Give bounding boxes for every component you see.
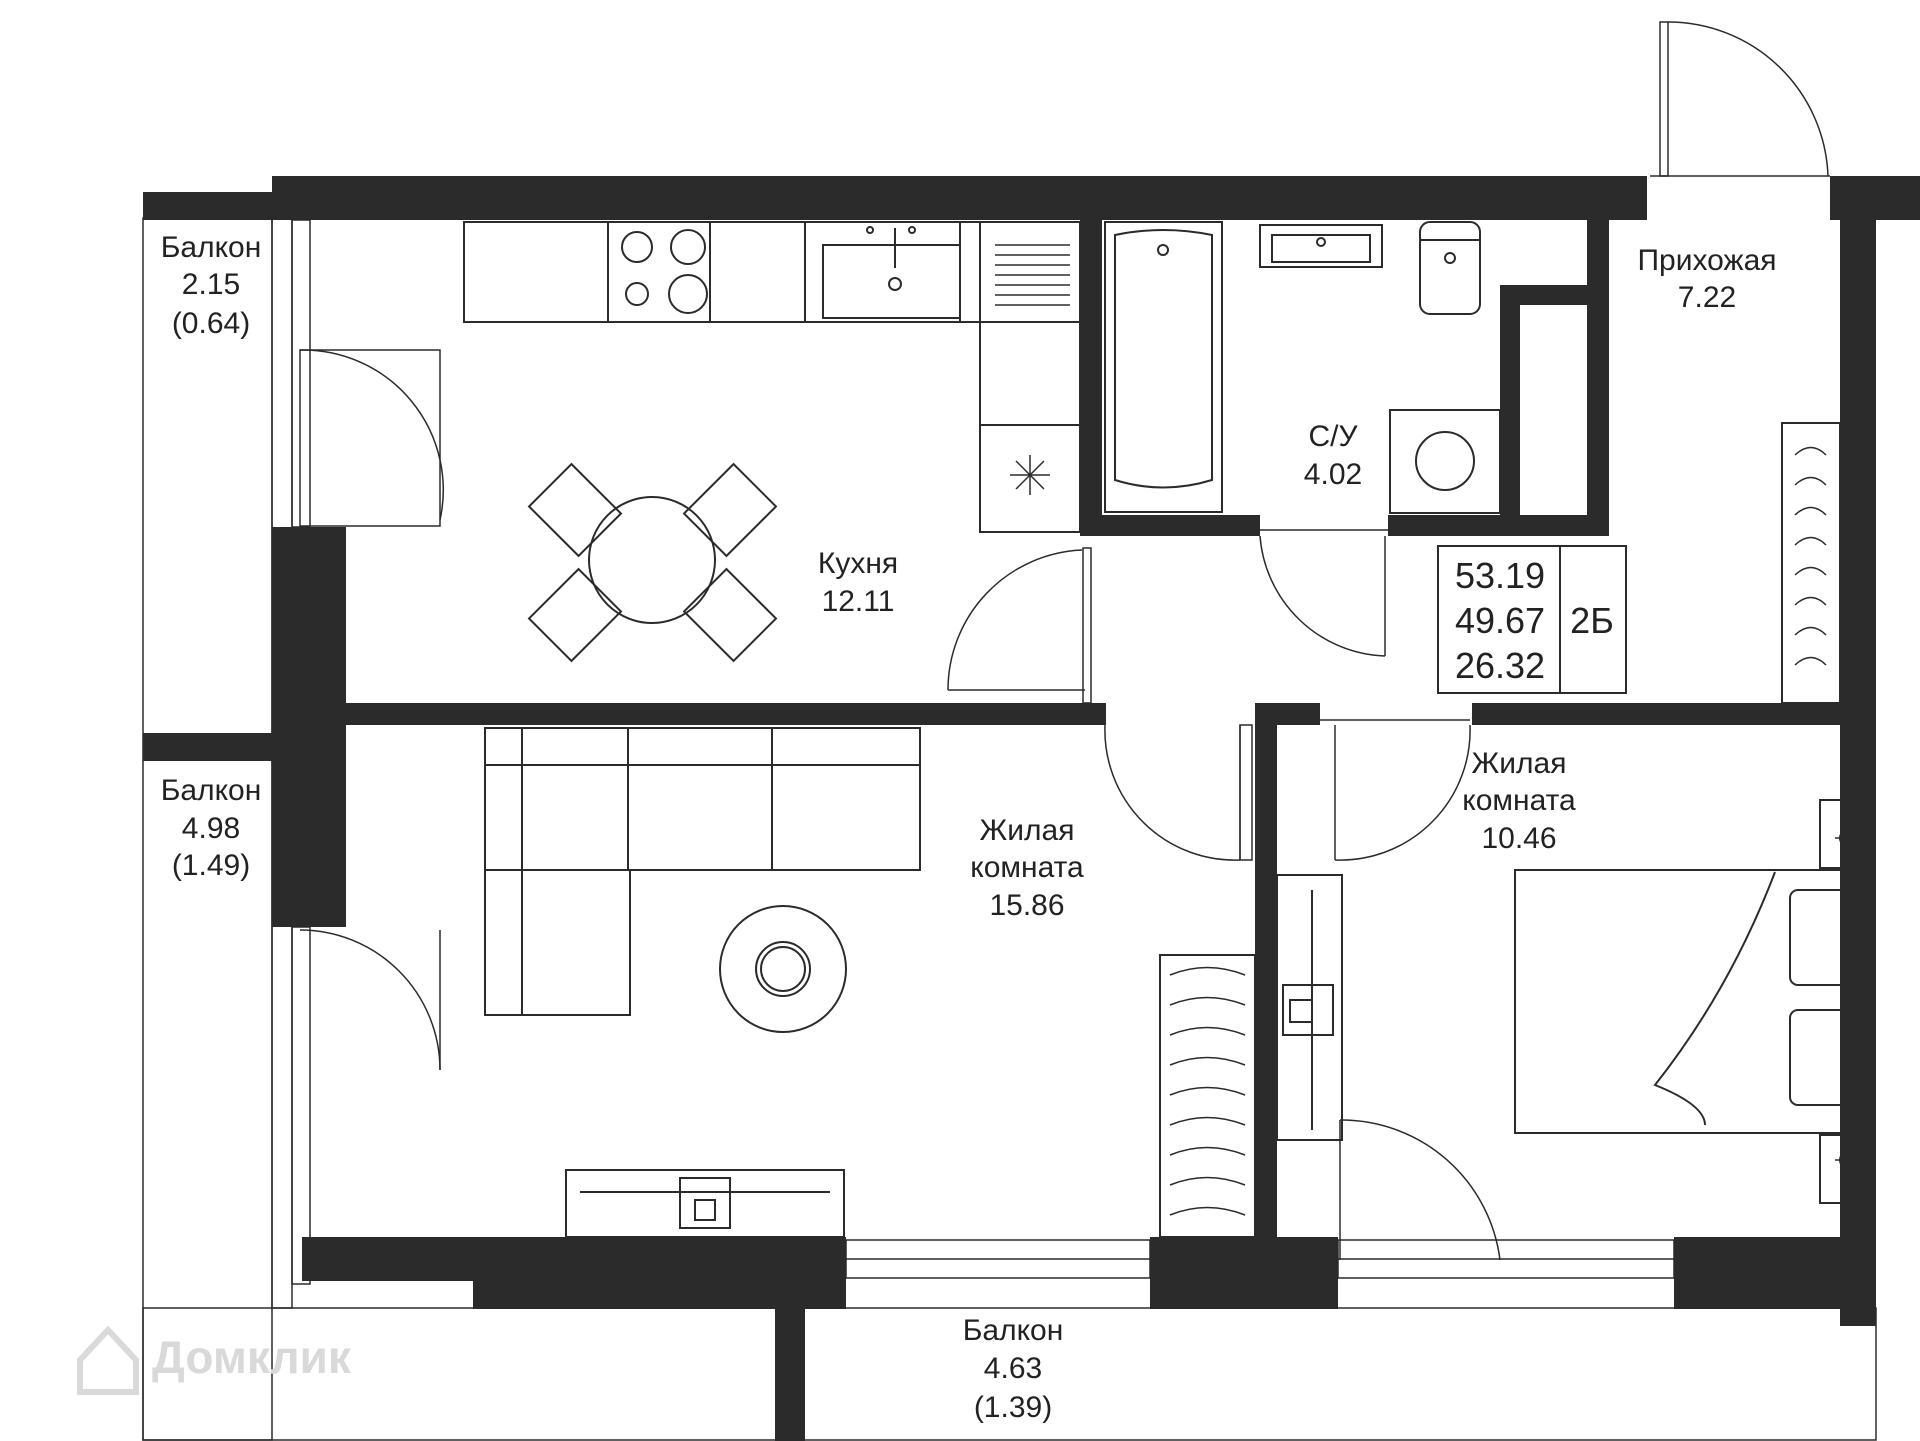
hallway-wardrobe [1781, 422, 1841, 704]
wardrobe-icon [1159, 954, 1256, 1238]
kitchen-name: Кухня [818, 547, 898, 580]
living-small-name1: Жилая [1472, 747, 1567, 780]
balcony-top-reduced: (0.64) [172, 307, 250, 340]
bathroom-fixtures [1104, 221, 1501, 514]
hallway-name: Прихожая [1637, 244, 1776, 277]
balcony-top-name: Балкон [161, 231, 262, 264]
dish-rack-icon [979, 222, 1070, 322]
hallway-area: 7.22 [1678, 281, 1736, 314]
balcony-middle-area: 4.98 [182, 812, 240, 845]
total-area: 53.19 [1455, 555, 1545, 596]
stove-icon [607, 222, 711, 322]
living-large-name1: Жилая [980, 814, 1075, 847]
bathtub-icon [1104, 221, 1223, 513]
walls [143, 176, 1920, 1441]
bed-icon [1514, 869, 1871, 1134]
coffee-table-icon [719, 905, 847, 1033]
apartment-type: 2Б [1570, 600, 1614, 641]
room-labels: Балкон 2.15 (0.64) Кухня 12.11 С/У 4.02 … [161, 231, 1777, 1424]
windows [291, 219, 1675, 1285]
sofa-icon [484, 727, 921, 1016]
bedroom-furniture [1276, 799, 1876, 1204]
washbasin-icon [1259, 224, 1383, 268]
balcony-middle-reduced: (1.49) [172, 849, 250, 882]
watermark-text: Домклик [152, 1331, 352, 1383]
toilet-icon [1419, 221, 1481, 315]
living-small-area: 10.46 [1481, 822, 1556, 855]
apartment-summary: 53.19 49.67 26.32 2Б [1437, 545, 1627, 694]
dining-table [527, 462, 778, 663]
washing-machine-icon [1389, 409, 1501, 514]
house-icon [77, 1325, 139, 1395]
living-area: 26.32 [1455, 645, 1545, 686]
doors [299, 21, 1830, 1261]
tv-stand-icon [565, 1169, 845, 1238]
living-large-area: 15.86 [989, 889, 1064, 922]
nightstand-bottom [1819, 1134, 1876, 1204]
balcony-top-area: 2.15 [182, 268, 240, 301]
bathroom-name: С/У [1308, 420, 1358, 453]
living-large-name2: комната [970, 851, 1084, 884]
bathroom-area: 4.02 [1304, 458, 1362, 491]
living-small-name2: комната [1462, 784, 1576, 817]
sink-icon [804, 222, 961, 322]
kitchen-area: 12.11 [822, 585, 895, 618]
tv-wall-icon [1276, 874, 1343, 1141]
balcony-middle-name: Балкон [161, 774, 262, 807]
nightstand-top [1819, 799, 1876, 869]
kitchen-furniture [463, 221, 1081, 663]
balcony-bottom-area: 4.63 [984, 1352, 1042, 1385]
balcony-bottom-reduced: (1.39) [974, 1391, 1052, 1424]
living-room-furniture [484, 727, 1256, 1238]
balcony-bottom-name: Балкон [963, 1314, 1064, 1347]
fan-icon [1010, 455, 1050, 495]
watermark: Домклик [77, 1325, 352, 1395]
usable-area: 49.67 [1455, 600, 1545, 641]
